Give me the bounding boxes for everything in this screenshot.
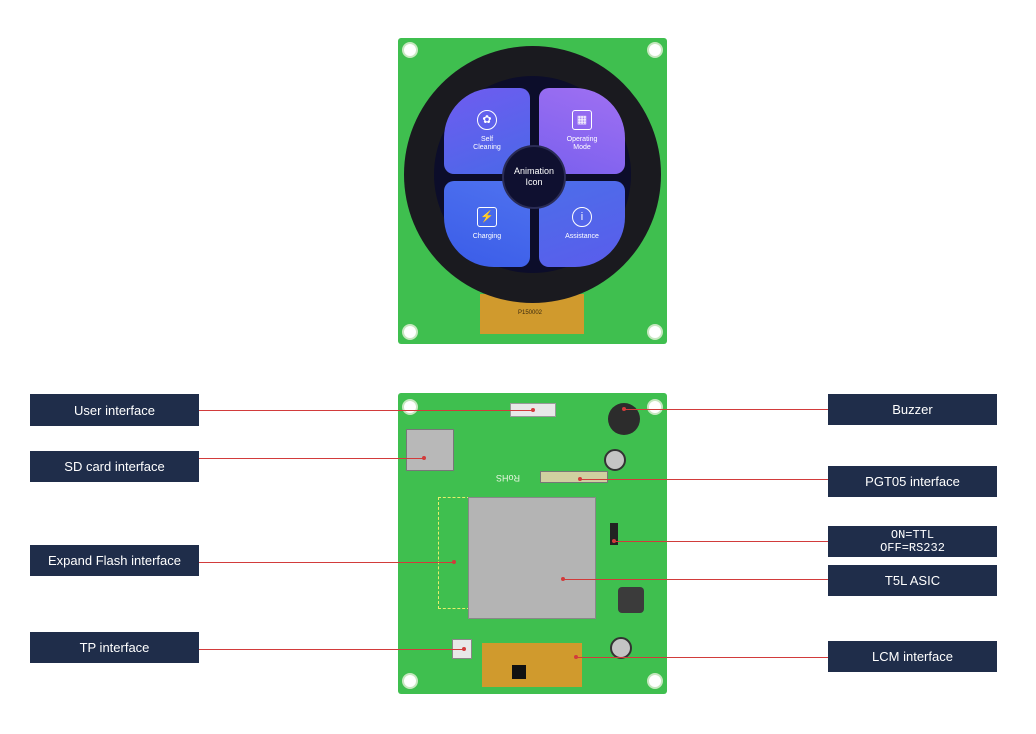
center-text-1: Animation bbox=[513, 166, 555, 176]
self-cleaning-label-2: Cleaning bbox=[473, 144, 501, 151]
front-board: P150002 ✿ Self Cleaning ▦ Operating Mode… bbox=[398, 38, 667, 344]
self-cleaning-label-1: Self bbox=[480, 136, 494, 143]
grid-icon: ▦ bbox=[572, 110, 592, 130]
label-lcm-interface: LCM interface bbox=[828, 641, 997, 672]
label-tp-interface: TP interface bbox=[30, 632, 199, 663]
label-buzzer: Buzzer bbox=[828, 394, 997, 425]
assistance-label: Assistance bbox=[565, 233, 599, 240]
operating-mode-label-1: Operating bbox=[566, 136, 598, 143]
mounting-hole bbox=[402, 673, 418, 689]
leader-line-user-interface bbox=[199, 410, 533, 411]
capacitor bbox=[610, 637, 632, 659]
leader-dot bbox=[622, 407, 626, 411]
info-icon: i bbox=[572, 207, 592, 227]
label-text: PGT05 interface bbox=[865, 474, 960, 489]
inductor bbox=[618, 587, 644, 613]
leader-line-tp bbox=[199, 649, 464, 650]
lcm-chip bbox=[512, 665, 526, 679]
leader-line-pgt05 bbox=[580, 479, 828, 480]
mounting-hole bbox=[402, 324, 418, 340]
t5l-asic-chip bbox=[468, 497, 596, 619]
leader-dot bbox=[531, 408, 535, 412]
leader-dot bbox=[561, 577, 565, 581]
label-text: LCM interface bbox=[872, 649, 953, 664]
leader-dot bbox=[578, 477, 582, 481]
label-text-line2: OFF=RS232 bbox=[880, 540, 945, 555]
charging-label: Charging bbox=[472, 233, 502, 240]
mounting-hole bbox=[402, 42, 418, 58]
mounting-hole bbox=[647, 324, 663, 340]
operating-mode-label-2: Mode bbox=[573, 144, 591, 151]
leader-dot bbox=[612, 539, 616, 543]
sd-card-slot bbox=[406, 429, 454, 471]
leader-dot bbox=[462, 647, 466, 651]
capacitor bbox=[604, 449, 626, 471]
label-text: TP interface bbox=[79, 640, 150, 655]
leader-line-t5l-asic bbox=[563, 579, 828, 580]
leader-line-buzzer bbox=[624, 409, 828, 410]
label-ttl-rs232: ON=TTL OFF=RS232 bbox=[828, 526, 997, 557]
lcm-ribbon bbox=[482, 643, 582, 687]
label-pgt05-interface: PGT05 interface bbox=[828, 466, 997, 497]
mounting-hole bbox=[647, 399, 663, 415]
leader-dot bbox=[422, 456, 426, 460]
leader-dot bbox=[452, 560, 456, 564]
label-text: SD card interface bbox=[64, 459, 165, 474]
back-board: RoHS bbox=[398, 393, 667, 694]
label-expand-flash-interface: Expand Flash interface bbox=[30, 545, 199, 576]
center-text-2: Icon bbox=[525, 177, 543, 187]
mounting-hole bbox=[647, 42, 663, 58]
charging-tile: ⚡ Charging bbox=[444, 181, 530, 267]
fpc-text: P150002 bbox=[518, 310, 543, 316]
leader-line-expand-flash bbox=[199, 562, 454, 563]
pgt05-connector bbox=[540, 471, 608, 483]
label-text: Expand Flash interface bbox=[48, 553, 181, 568]
label-text-line1: ON=TTL bbox=[890, 527, 935, 542]
animation-icon-circle: Animation Icon bbox=[502, 145, 566, 209]
label-sd-card-interface: SD card interface bbox=[30, 451, 199, 482]
ttl-rs232-switch bbox=[610, 523, 618, 545]
label-user-interface: User interface bbox=[30, 394, 199, 426]
leader-line-ttl-rs232 bbox=[614, 541, 828, 542]
label-t5l-asic: T5L ASIC bbox=[828, 565, 997, 596]
mounting-hole bbox=[402, 399, 418, 415]
leaf-icon: ✿ bbox=[477, 110, 497, 130]
label-text: User interface bbox=[74, 402, 155, 418]
leader-dot bbox=[574, 655, 578, 659]
label-text: Buzzer bbox=[892, 402, 933, 417]
leader-line-sd-card bbox=[199, 458, 424, 459]
label-text: T5L ASIC bbox=[884, 573, 941, 588]
expand-flash-area bbox=[438, 497, 470, 609]
rohs-text: RoHS bbox=[496, 473, 521, 483]
plug-icon: ⚡ bbox=[477, 207, 497, 227]
leader-line-lcm bbox=[576, 657, 828, 658]
mounting-hole bbox=[647, 673, 663, 689]
